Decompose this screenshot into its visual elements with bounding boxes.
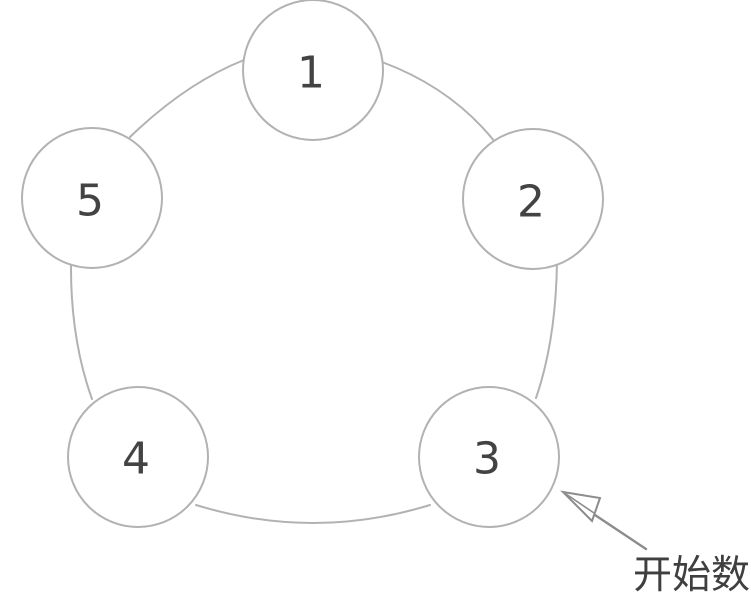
edge-node3-to-node4	[195, 504, 431, 524]
annotation-arrow-shaft	[587, 509, 648, 551]
node-3-circle[interactable]	[418, 386, 560, 528]
node-2[interactable]: 2	[462, 128, 604, 270]
node-2-label: 2	[517, 177, 545, 228]
edge-node1-to-node2	[381, 61, 496, 143]
node-5[interactable]: 5	[21, 127, 163, 269]
node-5-circle[interactable]	[21, 127, 163, 269]
node-1[interactable]: 1	[242, 0, 384, 141]
annotation-arrow-head-crease	[562, 491, 595, 514]
annotation-arrow	[560, 490, 648, 551]
ring-nodes-group: 1 2 3 4 5	[21, 0, 604, 528]
node-4-circle[interactable]	[67, 386, 209, 528]
node-4-label: 4	[122, 434, 150, 485]
node-3[interactable]: 3	[418, 386, 560, 528]
edge-node5-to-node1	[129, 59, 245, 138]
node-3-label: 3	[473, 434, 501, 485]
edge-node4-to-node5	[69, 259, 93, 400]
node-1-label: 1	[297, 48, 325, 99]
ring-edges-group	[69, 59, 558, 524]
node-5-label: 5	[76, 176, 104, 227]
node-1-circle[interactable]	[242, 0, 384, 141]
edge-node2-to-node3	[535, 260, 558, 399]
annotation-label: 开始数	[633, 553, 751, 598]
node-4[interactable]: 4	[67, 386, 209, 528]
annotation-arrow-head-icon	[560, 490, 602, 523]
node-2-circle[interactable]	[462, 128, 604, 270]
